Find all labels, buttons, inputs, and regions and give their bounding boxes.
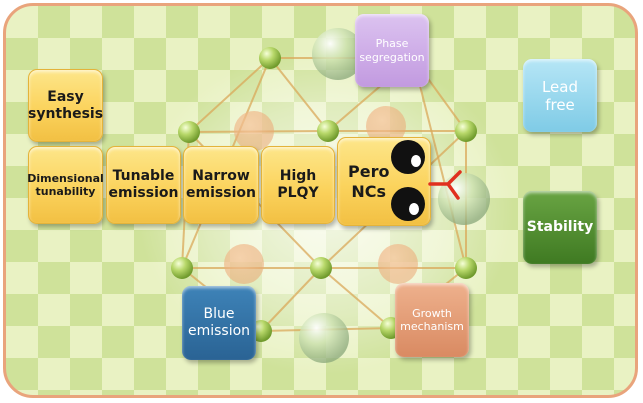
lattice-atom (317, 120, 339, 142)
lattice-atom (178, 121, 200, 143)
lattice-ion (234, 111, 274, 151)
lattice-ion (224, 244, 264, 284)
snake-eye-highlight (409, 203, 419, 215)
snake-eye-icon (391, 187, 425, 221)
snake-tongue-icon (428, 170, 462, 200)
lattice-ion (378, 244, 418, 284)
lattice-atom (310, 257, 332, 279)
lattice-atom (455, 120, 477, 142)
snake-face (391, 140, 462, 221)
lattice-atom (455, 257, 477, 279)
lattice-ion (366, 106, 406, 146)
lattice-atom (171, 257, 193, 279)
snake-eye-icon (391, 140, 425, 174)
lattice-sphere (312, 28, 364, 80)
lattice-sphere (299, 313, 349, 363)
snake-eye-highlight (411, 155, 421, 167)
tile-stability: Stability (523, 191, 597, 264)
lattice-atom (259, 47, 281, 69)
